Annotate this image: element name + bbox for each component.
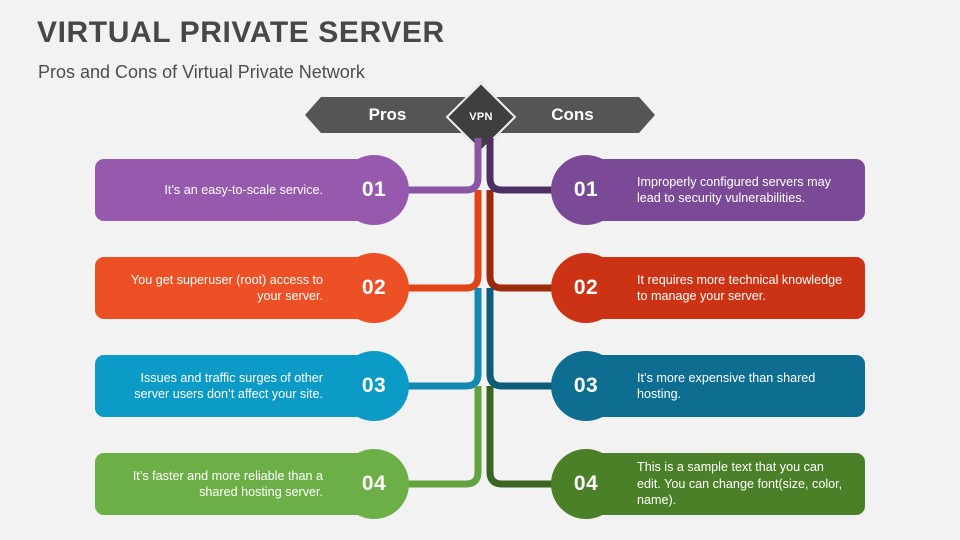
cons-card-4-text: This is a sample text that you can edit.… bbox=[637, 460, 843, 508]
cons-card-3-text: It’s more expensive than shared hosting. bbox=[637, 370, 816, 402]
pros-card-3[interactable]: Issues and traffic surges of other serve… bbox=[95, 351, 409, 421]
pros-card-3-number: 03 bbox=[339, 351, 409, 421]
pros-card-1[interactable]: It’s an easy-to-scale service. 01 bbox=[95, 155, 409, 225]
pros-card-1-text: It’s an easy-to-scale service. bbox=[164, 182, 323, 197]
pros-card-2[interactable]: You get superuser (root) access to your … bbox=[95, 253, 409, 323]
pros-card-1-number: 01 bbox=[339, 155, 409, 225]
pros-card-4[interactable]: It’s faster and more reliable than a sha… bbox=[95, 449, 409, 519]
cons-card-3[interactable]: It’s more expensive than shared hosting.… bbox=[551, 351, 865, 421]
cons-card-2[interactable]: It requires more technical knowledge to … bbox=[551, 253, 865, 323]
pros-card-4-text: It’s faster and more reliable than a sha… bbox=[132, 468, 323, 500]
cons-card-2-number: 02 bbox=[551, 253, 621, 323]
cons-card-1-text: Improperly configured servers may lead t… bbox=[637, 174, 831, 206]
cons-card-1-number: 01 bbox=[551, 155, 621, 225]
page-subtitle: Pros and Cons of Virtual Private Network bbox=[38, 62, 365, 82]
pros-card-2-text: You get superuser (root) access to your … bbox=[130, 272, 323, 304]
cons-card-4-number: 04 bbox=[551, 449, 621, 519]
cons-card-4[interactable]: This is a sample text that you can edit.… bbox=[551, 449, 865, 519]
pros-cons-banner: Pros Cons VPN bbox=[300, 81, 660, 153]
pros-banner-label: Pros bbox=[368, 105, 407, 124]
cons-banner-label: Cons bbox=[551, 105, 594, 124]
cons-card-1[interactable]: Improperly configured servers may lead t… bbox=[551, 155, 865, 225]
pros-card-3-text: Issues and traffic surges of other serve… bbox=[134, 370, 323, 402]
cons-card-3-number: 03 bbox=[551, 351, 621, 421]
page-title: VIRTUAL PRIVATE SERVER bbox=[37, 16, 445, 49]
pros-card-4-number: 04 bbox=[339, 449, 409, 519]
cons-card-2-text: It requires more technical knowledge to … bbox=[637, 272, 843, 304]
pros-card-2-number: 02 bbox=[339, 253, 409, 323]
